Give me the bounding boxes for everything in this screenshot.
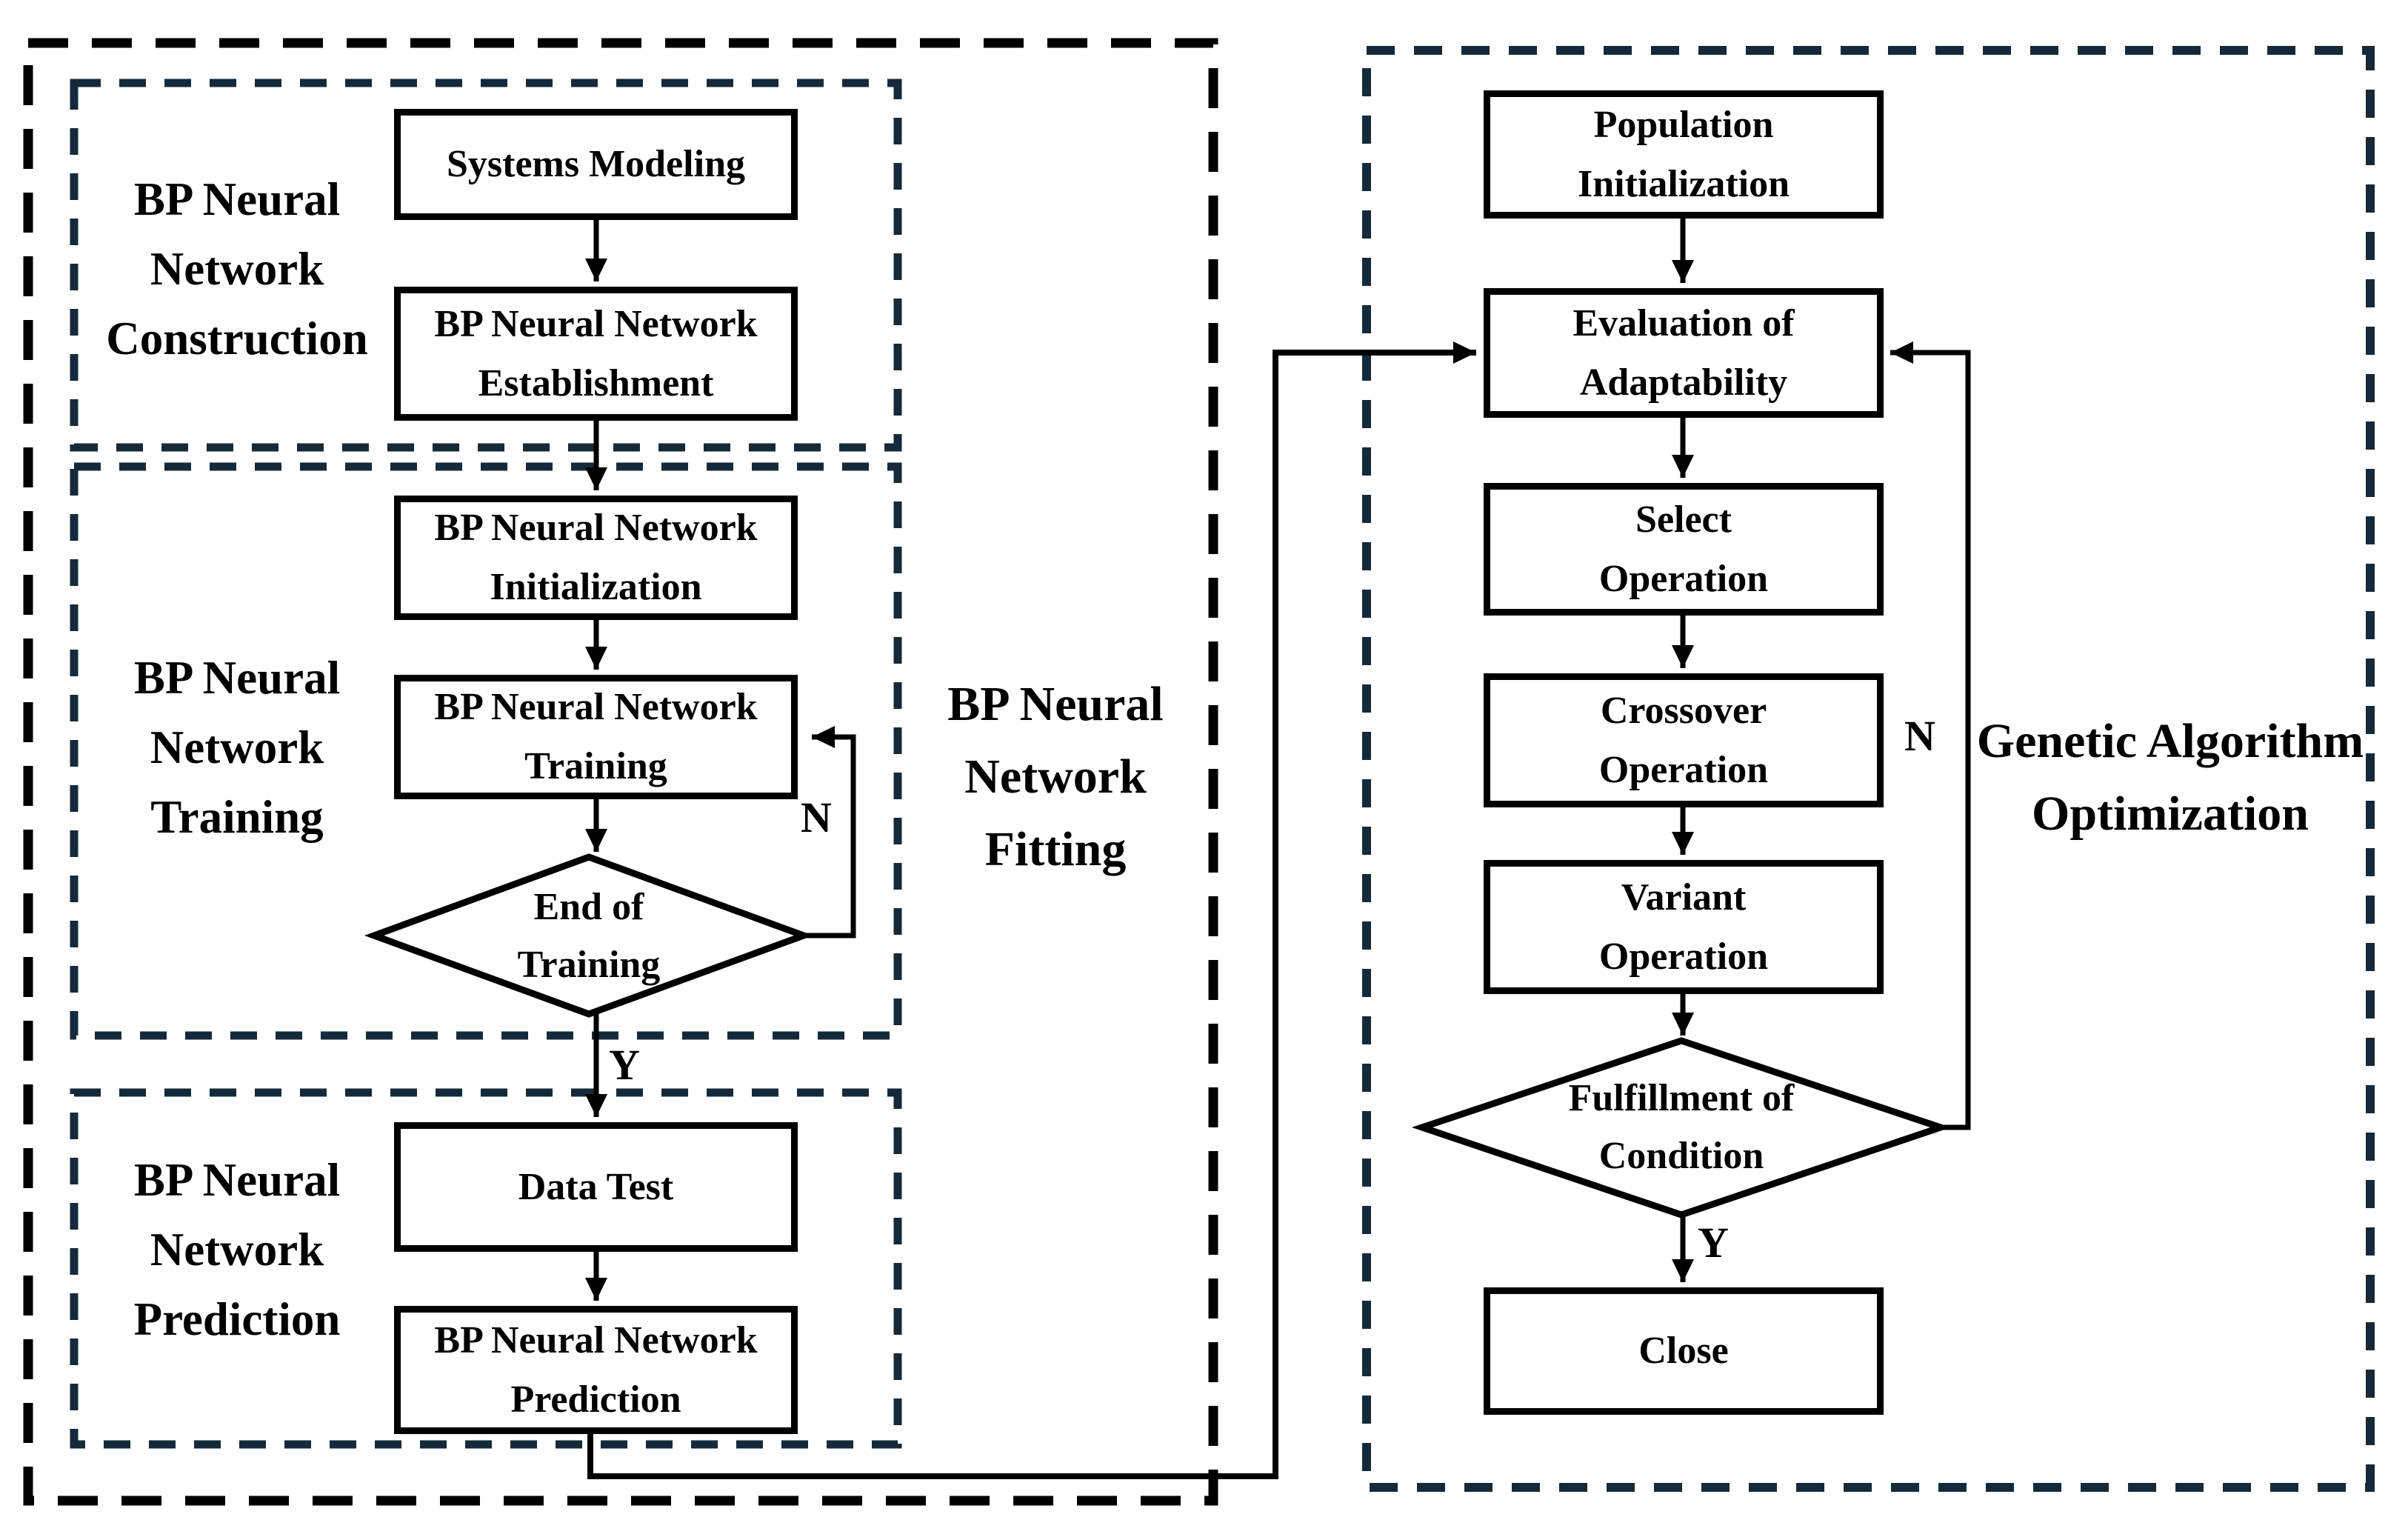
data-test-node: Data Test: [394, 1122, 798, 1252]
prediction-section-label: BP Neural Network Prediction: [78, 1145, 396, 1354]
node-label-line: Systems Modeling: [447, 143, 745, 185]
systems-modeling-node: Systems Modeling: [394, 109, 798, 220]
node-label-line: Training: [524, 745, 667, 787]
prediction-node: BP Neural Network Prediction: [394, 1306, 798, 1434]
select-operation-node: Select Operation: [1484, 483, 1884, 616]
loop-n-right-path: [1890, 341, 1971, 1130]
ga-optimization-dashed-box: [1362, 46, 2375, 1492]
node-label-line: Operation: [1598, 557, 1769, 600]
node-label-line: Crossover: [1600, 689, 1767, 732]
node-label-line: Variant: [1621, 876, 1747, 918]
label-line: BP Neural: [133, 652, 341, 704]
ga-optimization-group-label: Genetic Algorithm Optimization: [1963, 705, 2378, 850]
establishment-node: BP Neural Network Establishment: [394, 287, 798, 421]
crossover-operation-node: Crossover Operation: [1484, 673, 1884, 807]
node-label-line: Establishment: [478, 361, 714, 404]
close-node: Close: [1484, 1287, 1884, 1415]
node-label-line: Condition: [1598, 1135, 1764, 1177]
training-node: BP Neural Network Training: [394, 675, 798, 799]
node-label-line: Data Test: [518, 1165, 674, 1208]
training-section-label: BP Neural Network Training: [78, 643, 396, 852]
node-label-line: Evaluation of: [1572, 301, 1795, 344]
bp-fitting-group-label: BP Neural Network Fitting: [889, 668, 1222, 886]
node-label-line: Fulfillment of: [1568, 1077, 1795, 1119]
node-label-line: End of: [533, 886, 644, 928]
node-label-line: BP Neural Network: [434, 302, 758, 345]
initialization-node: BP Neural Network Initialization: [394, 496, 798, 620]
variant-operation-node: Variant Operation: [1484, 860, 1884, 994]
label-line: Network: [150, 1224, 324, 1276]
bp-fitting-dashed-box: [23, 38, 1218, 1506]
label-line: BP Neural: [133, 1154, 341, 1206]
connector-prediction-to-evaluation: [587, 341, 1476, 1479]
node-label-line: BP Neural Network: [434, 1318, 758, 1361]
fulfillment-diamond: [1411, 1037, 1952, 1218]
node-label-line: Initialization: [490, 566, 702, 608]
evaluation-of-adaptability-node: Evaluation of Adaptability: [1484, 288, 1884, 418]
label-line: Network: [150, 721, 324, 773]
fulfillment-diamond-label: Fulfillment of Condition: [1474, 1055, 1889, 1200]
label-line: Training: [150, 791, 324, 843]
label-line: BP Neural: [947, 677, 1164, 731]
population-initialization-node: Population Initialization: [1484, 90, 1884, 219]
node-label-line: Initialization: [1577, 162, 1790, 205]
branch-y-left-label: Y: [609, 1041, 640, 1089]
label-line: Network: [150, 243, 324, 295]
node-label-line: BP Neural Network: [434, 686, 758, 728]
node-label-line: Select: [1635, 498, 1732, 541]
construction-dashed-box: [70, 79, 902, 452]
label-line: Prediction: [133, 1293, 341, 1345]
branch-n-left-label: N: [801, 793, 832, 841]
loop-n-left-path: [804, 726, 856, 938]
prediction-dashed-box: [70, 1088, 902, 1449]
label-line: BP Neural: [133, 173, 341, 225]
node-label-line: Population: [1593, 103, 1774, 146]
construction-section-label: BP Neural Network Construction: [78, 164, 396, 373]
node-label-line: Prediction: [510, 1378, 681, 1421]
node-label-line: Adaptability: [1579, 361, 1788, 404]
label-line: Genetic Algorithm: [1976, 714, 2364, 768]
label-line: Network: [964, 750, 1147, 804]
node-label-line: Training: [517, 944, 661, 986]
branch-n-right-label: N: [1904, 712, 1935, 760]
training-dashed-box: [70, 462, 902, 1040]
end-of-training-diamond: [364, 853, 814, 1018]
node-label-line: Close: [1638, 1330, 1729, 1372]
label-line: Optimization: [2032, 787, 2309, 841]
end-of-training-diamond-label: End of Training: [441, 871, 737, 1001]
label-line: Fitting: [984, 822, 1127, 876]
node-label-line: Operation: [1598, 748, 1769, 791]
node-label-line: Operation: [1598, 935, 1769, 978]
node-label-line: BP Neural Network: [434, 507, 758, 549]
label-line: Construction: [106, 313, 368, 364]
branch-y-right-label: Y: [1698, 1218, 1729, 1267]
